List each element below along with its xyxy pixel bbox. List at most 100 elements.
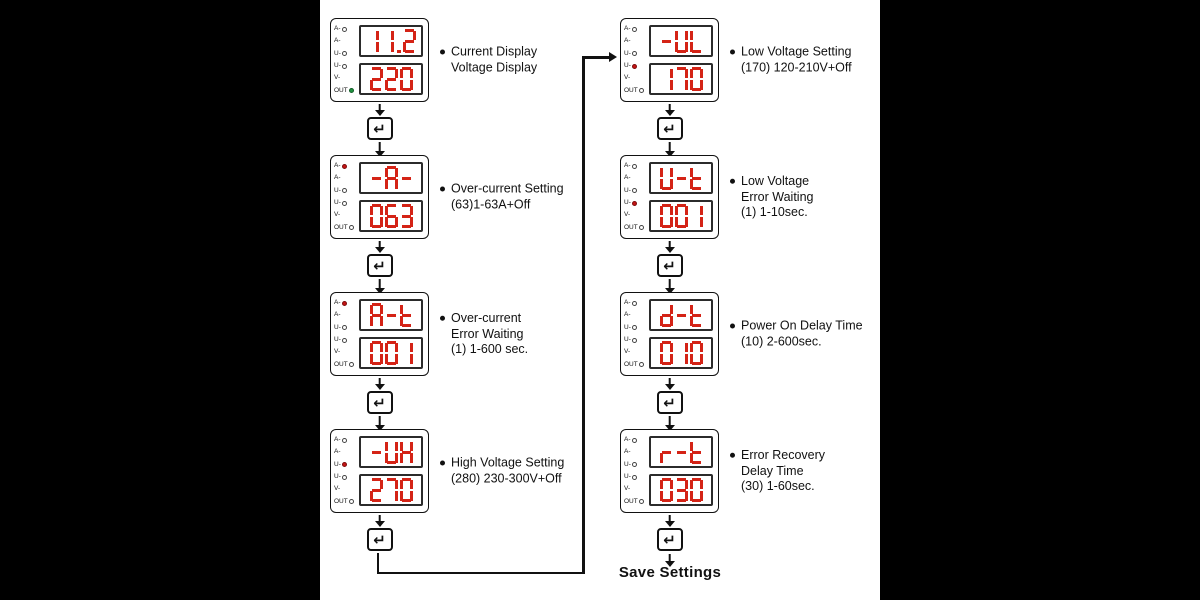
segment-f xyxy=(399,304,403,314)
segment-a xyxy=(661,204,671,207)
indicator-row: V- xyxy=(334,486,356,494)
indicator-label: OUT xyxy=(624,360,638,368)
seven-segment-char xyxy=(385,303,398,327)
segment-g xyxy=(692,215,701,218)
led-indicator xyxy=(341,325,347,331)
indicator-label: A- xyxy=(624,161,631,169)
seven-segment-char xyxy=(399,478,413,502)
segment-f xyxy=(369,342,373,352)
down-arrow-icon xyxy=(664,104,676,116)
indicator-row: A- xyxy=(624,436,646,444)
display-stack xyxy=(359,296,424,372)
segment-d xyxy=(402,461,411,464)
indicator-row: V- xyxy=(624,349,646,357)
display-stack xyxy=(649,296,714,372)
segment-d xyxy=(677,461,686,464)
indicator-row: OUT xyxy=(624,498,646,506)
segment-g xyxy=(691,450,701,454)
seven-segment-display-bottom xyxy=(359,200,423,232)
segment-b xyxy=(394,441,398,451)
indicator-label: U- xyxy=(624,186,631,194)
segment-b xyxy=(684,30,688,40)
led-indicator xyxy=(341,63,347,69)
segment-g xyxy=(401,176,411,180)
segment-e xyxy=(403,42,406,52)
indicator-row: V- xyxy=(334,212,356,220)
indicator-label: U- xyxy=(624,323,631,331)
down-arrow-icon xyxy=(374,515,386,527)
segment-c xyxy=(669,80,673,90)
connector-line-horizontal-bottom xyxy=(377,571,584,575)
arrow-head xyxy=(664,425,675,431)
segment-b xyxy=(699,342,703,352)
arrow-head xyxy=(664,384,675,390)
segment-g xyxy=(692,40,701,43)
connector-line-vertical-left xyxy=(376,553,380,574)
indicator-label: OUT xyxy=(624,223,638,231)
segment-g xyxy=(371,313,381,317)
segment-c xyxy=(669,316,673,326)
indicator-row: V- xyxy=(334,349,356,357)
segment-a xyxy=(661,341,671,344)
segment-d xyxy=(677,362,686,365)
indicator-row: OUT xyxy=(624,361,646,369)
indicator-row: U- xyxy=(624,336,646,344)
seven-segment-char xyxy=(384,67,398,91)
segment-g xyxy=(386,313,396,317)
seven-segment-display-bottom xyxy=(359,474,423,506)
segment-a xyxy=(371,341,381,344)
led-indicator xyxy=(341,26,347,32)
enter-key-icon: ↵ xyxy=(656,528,683,551)
arrow-stem xyxy=(378,142,381,152)
arrow-head xyxy=(374,247,385,253)
segment-c xyxy=(699,217,703,227)
display-stack xyxy=(649,22,714,98)
description-line: (1) 1-600 sec. xyxy=(451,341,529,356)
display-stack xyxy=(649,159,714,235)
segment-c xyxy=(394,453,398,463)
segment-e xyxy=(385,316,388,326)
description-line: (1) 1-10sec. xyxy=(741,204,808,219)
indicator-column: A-A-U-U-V-OUT xyxy=(624,433,646,509)
segment-d xyxy=(661,324,671,327)
panel-description: High Voltage Setting(280) 230-300V+Off xyxy=(440,456,590,487)
segment-e xyxy=(675,80,678,90)
segment-d xyxy=(401,225,411,228)
down-arrow-icon xyxy=(374,416,386,431)
seven-segment-char xyxy=(384,204,398,228)
seven-segment-char xyxy=(369,303,383,327)
seven-segment-display-top xyxy=(359,162,423,194)
indicator-row: U- xyxy=(334,336,356,344)
segment-a xyxy=(386,166,396,169)
segment-e xyxy=(384,217,388,227)
indicator-row: A- xyxy=(334,299,356,307)
indicator-column: A-A-U-U-V-OUT xyxy=(624,296,646,372)
indicator-label: V- xyxy=(624,211,631,219)
decimal-dot xyxy=(397,49,401,53)
indicator-label: A- xyxy=(624,311,631,319)
led-indicator xyxy=(631,188,637,194)
segment-e xyxy=(369,354,373,364)
display-unit: A-A-U-U-V-OUT xyxy=(330,18,429,102)
segment-e xyxy=(399,491,403,501)
indicator-row: V- xyxy=(624,75,646,83)
segment-d xyxy=(371,225,381,228)
segment-b xyxy=(379,304,383,314)
segment-d xyxy=(661,499,671,502)
segment-b xyxy=(394,479,398,489)
arrow-head xyxy=(664,561,675,567)
segment-g xyxy=(401,214,411,218)
indicator-label: U- xyxy=(624,198,631,206)
segment-f xyxy=(689,304,693,314)
segment-g xyxy=(371,488,381,492)
segment-f xyxy=(689,441,693,451)
down-arrow-icon xyxy=(374,279,386,294)
segment-g xyxy=(402,78,411,81)
led-indicator xyxy=(341,51,347,57)
segment-c xyxy=(684,217,688,227)
segment-f xyxy=(689,68,693,78)
segment-g xyxy=(386,214,396,218)
segment-a xyxy=(405,29,414,32)
